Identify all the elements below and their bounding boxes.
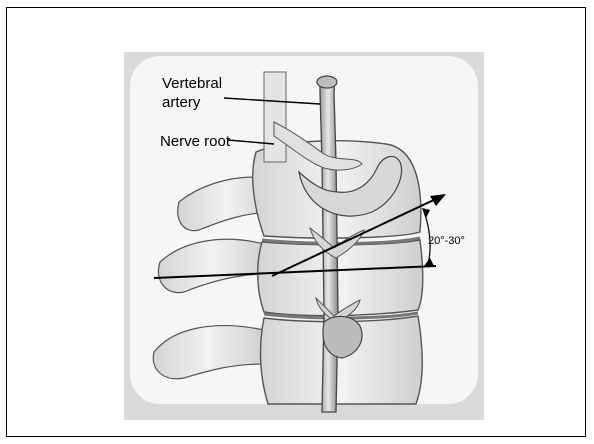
slide-frame: Vertebral artery Nerve root 20°-30° — [6, 7, 586, 437]
label-nerve-root: Nerve root — [160, 133, 231, 150]
label-angle: 20°-30° — [428, 235, 465, 247]
artery-opening — [317, 76, 337, 88]
label-vertebral-artery-line1: Vertebral — [162, 75, 222, 92]
label-vertebral-artery-line2: artery — [162, 94, 201, 111]
spine-illustration: Vertebral artery Nerve root 20°-30° — [124, 52, 484, 420]
spinal-cord-upper — [264, 72, 286, 162]
